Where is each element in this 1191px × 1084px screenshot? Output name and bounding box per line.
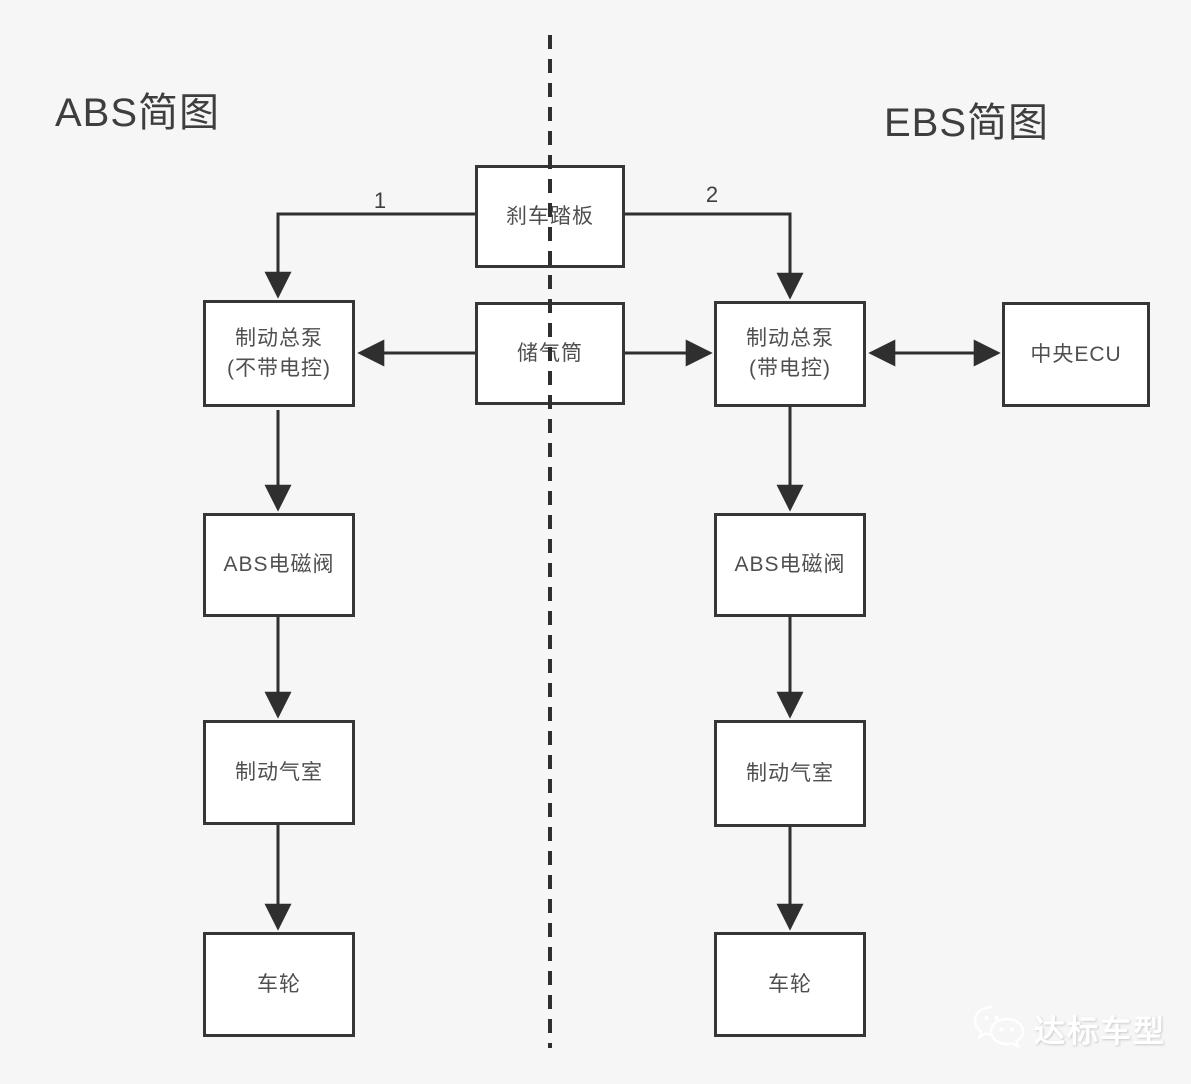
watermark: 达标车型 (972, 1003, 1166, 1053)
node-abs-valve-right: ABS电磁阀 (714, 513, 866, 617)
ebs-section-title: EBS简图 (884, 101, 1050, 145)
node-central-ecu: 中央ECU (1002, 302, 1150, 407)
node-wheel-right: 车轮 (714, 932, 866, 1037)
edge-pedal-to-pump-left (264, 212, 475, 299)
abs-section-title: ABS简图 (55, 91, 221, 135)
node-brake-chamber-left: 制动气室 (203, 720, 355, 825)
node-air-reservoir: 储气筒 (475, 302, 625, 405)
node-master-pump-no-electronic-line1: 制动总泵 (235, 326, 323, 350)
watermark-text: 达标车型 (1034, 1013, 1166, 1049)
node-air-reservoir-label: 储气筒 (517, 341, 583, 365)
node-central-ecu-label: 中央ECU (1030, 342, 1122, 366)
node-abs-valve-left-label: ABS电磁阀 (223, 553, 335, 576)
node-wheel-right-label: 车轮 (768, 972, 812, 996)
edge-pedal-to-pump-right (625, 212, 804, 300)
edge-label-2: 2 (705, 182, 719, 207)
edge-label-1: 1 (373, 188, 387, 213)
node-master-pump-electronic-line1: 制动总泵 (746, 327, 834, 350)
node-brake-pedal: 刹车踏板 (475, 165, 625, 268)
node-wheel-left: 车轮 (203, 932, 355, 1037)
node-wheel-left-label: 车轮 (257, 972, 301, 996)
node-brake-chamber-right-label: 制动气室 (746, 761, 834, 785)
wechat-icon (972, 1003, 1028, 1053)
node-abs-valve-left: ABS电磁阀 (203, 513, 355, 617)
node-abs-valve-right-label: ABS电磁阀 (734, 553, 846, 576)
node-master-pump-electronic: 制动总泵 (带电控) (714, 301, 866, 407)
node-master-pump-no-electronic-line2: (不带电控) (227, 356, 331, 380)
node-brake-chamber-right: 制动气室 (714, 720, 866, 827)
node-master-pump-electronic-line2: (带电控) (749, 357, 831, 380)
node-master-pump-no-electronic: 制动总泵 (不带电控) (203, 300, 355, 407)
node-brake-chamber-left-label: 制动气室 (235, 760, 323, 784)
node-brake-pedal-label: 刹车踏板 (506, 204, 594, 228)
